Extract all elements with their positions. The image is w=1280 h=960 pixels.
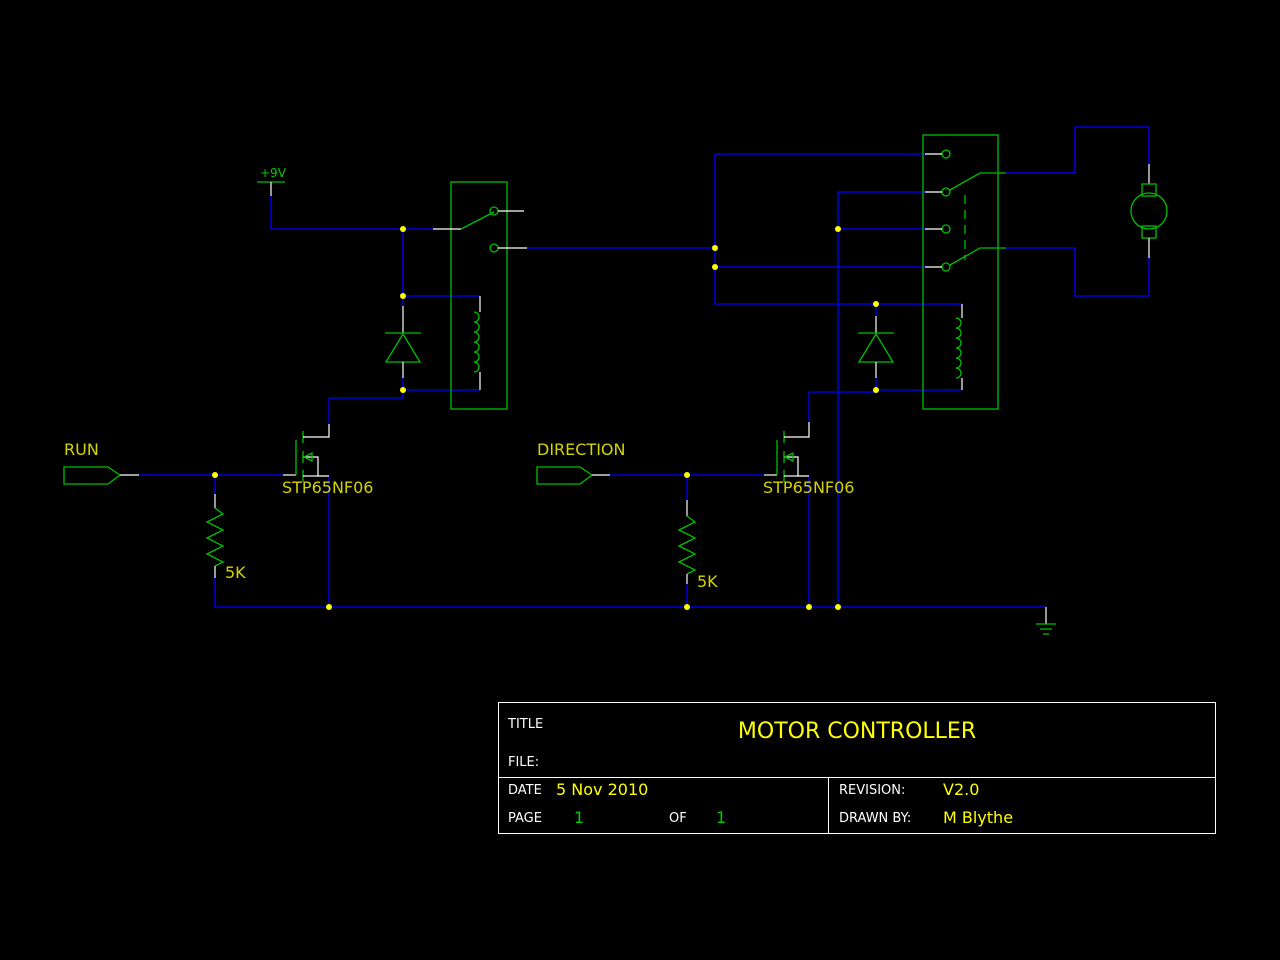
run-input-port: RUN: [63, 440, 139, 485]
relay-direction: [922, 134, 1006, 410]
mosfet-right: STP65NF06: [763, 422, 854, 497]
diode-right: [857, 316, 895, 378]
mosfet-right-label: STP65NF06: [763, 478, 854, 497]
resistor-right-label: 5K: [697, 572, 718, 591]
revision-value: V2.0: [943, 780, 979, 799]
date-caption: DATE: [508, 783, 542, 798]
page-value: 1: [574, 808, 584, 827]
supply-9v: +9V: [257, 166, 287, 196]
relay-run: [433, 181, 527, 410]
direction-input-port: DIRECTION: [536, 440, 626, 485]
title-caption: TITLE: [507, 717, 543, 732]
ground-symbol: [1036, 607, 1056, 635]
date-value: 5 Nov 2010: [556, 780, 648, 799]
drawn-by-caption: DRAWN BY:: [839, 811, 911, 826]
drawn-by-value: M Blythe: [943, 808, 1013, 827]
run-label: RUN: [64, 440, 99, 459]
direction-label: DIRECTION: [537, 440, 626, 459]
mosfet-left: STP65NF06: [282, 424, 373, 497]
diode-left: [384, 306, 422, 378]
junctions: [212, 226, 879, 610]
supply-label: +9V: [260, 166, 287, 180]
page-caption: PAGE: [508, 811, 542, 826]
resistor-left: 5K: [205, 494, 246, 582]
revision-caption: REVISION:: [839, 783, 905, 798]
drawing-title: MOTOR CONTROLLER: [738, 719, 976, 744]
title-block: TITLE MOTOR CONTROLLER FILE: DATE 5 Nov …: [498, 702, 1216, 834]
of-caption: OF: [669, 811, 687, 826]
mosfet-left-label: STP65NF06: [282, 478, 373, 497]
resistor-right: 5K: [677, 500, 718, 591]
resistor-left-label: 5K: [225, 563, 246, 582]
of-value: 1: [716, 808, 726, 827]
file-caption: FILE:: [508, 755, 539, 770]
motor: [1130, 164, 1168, 258]
